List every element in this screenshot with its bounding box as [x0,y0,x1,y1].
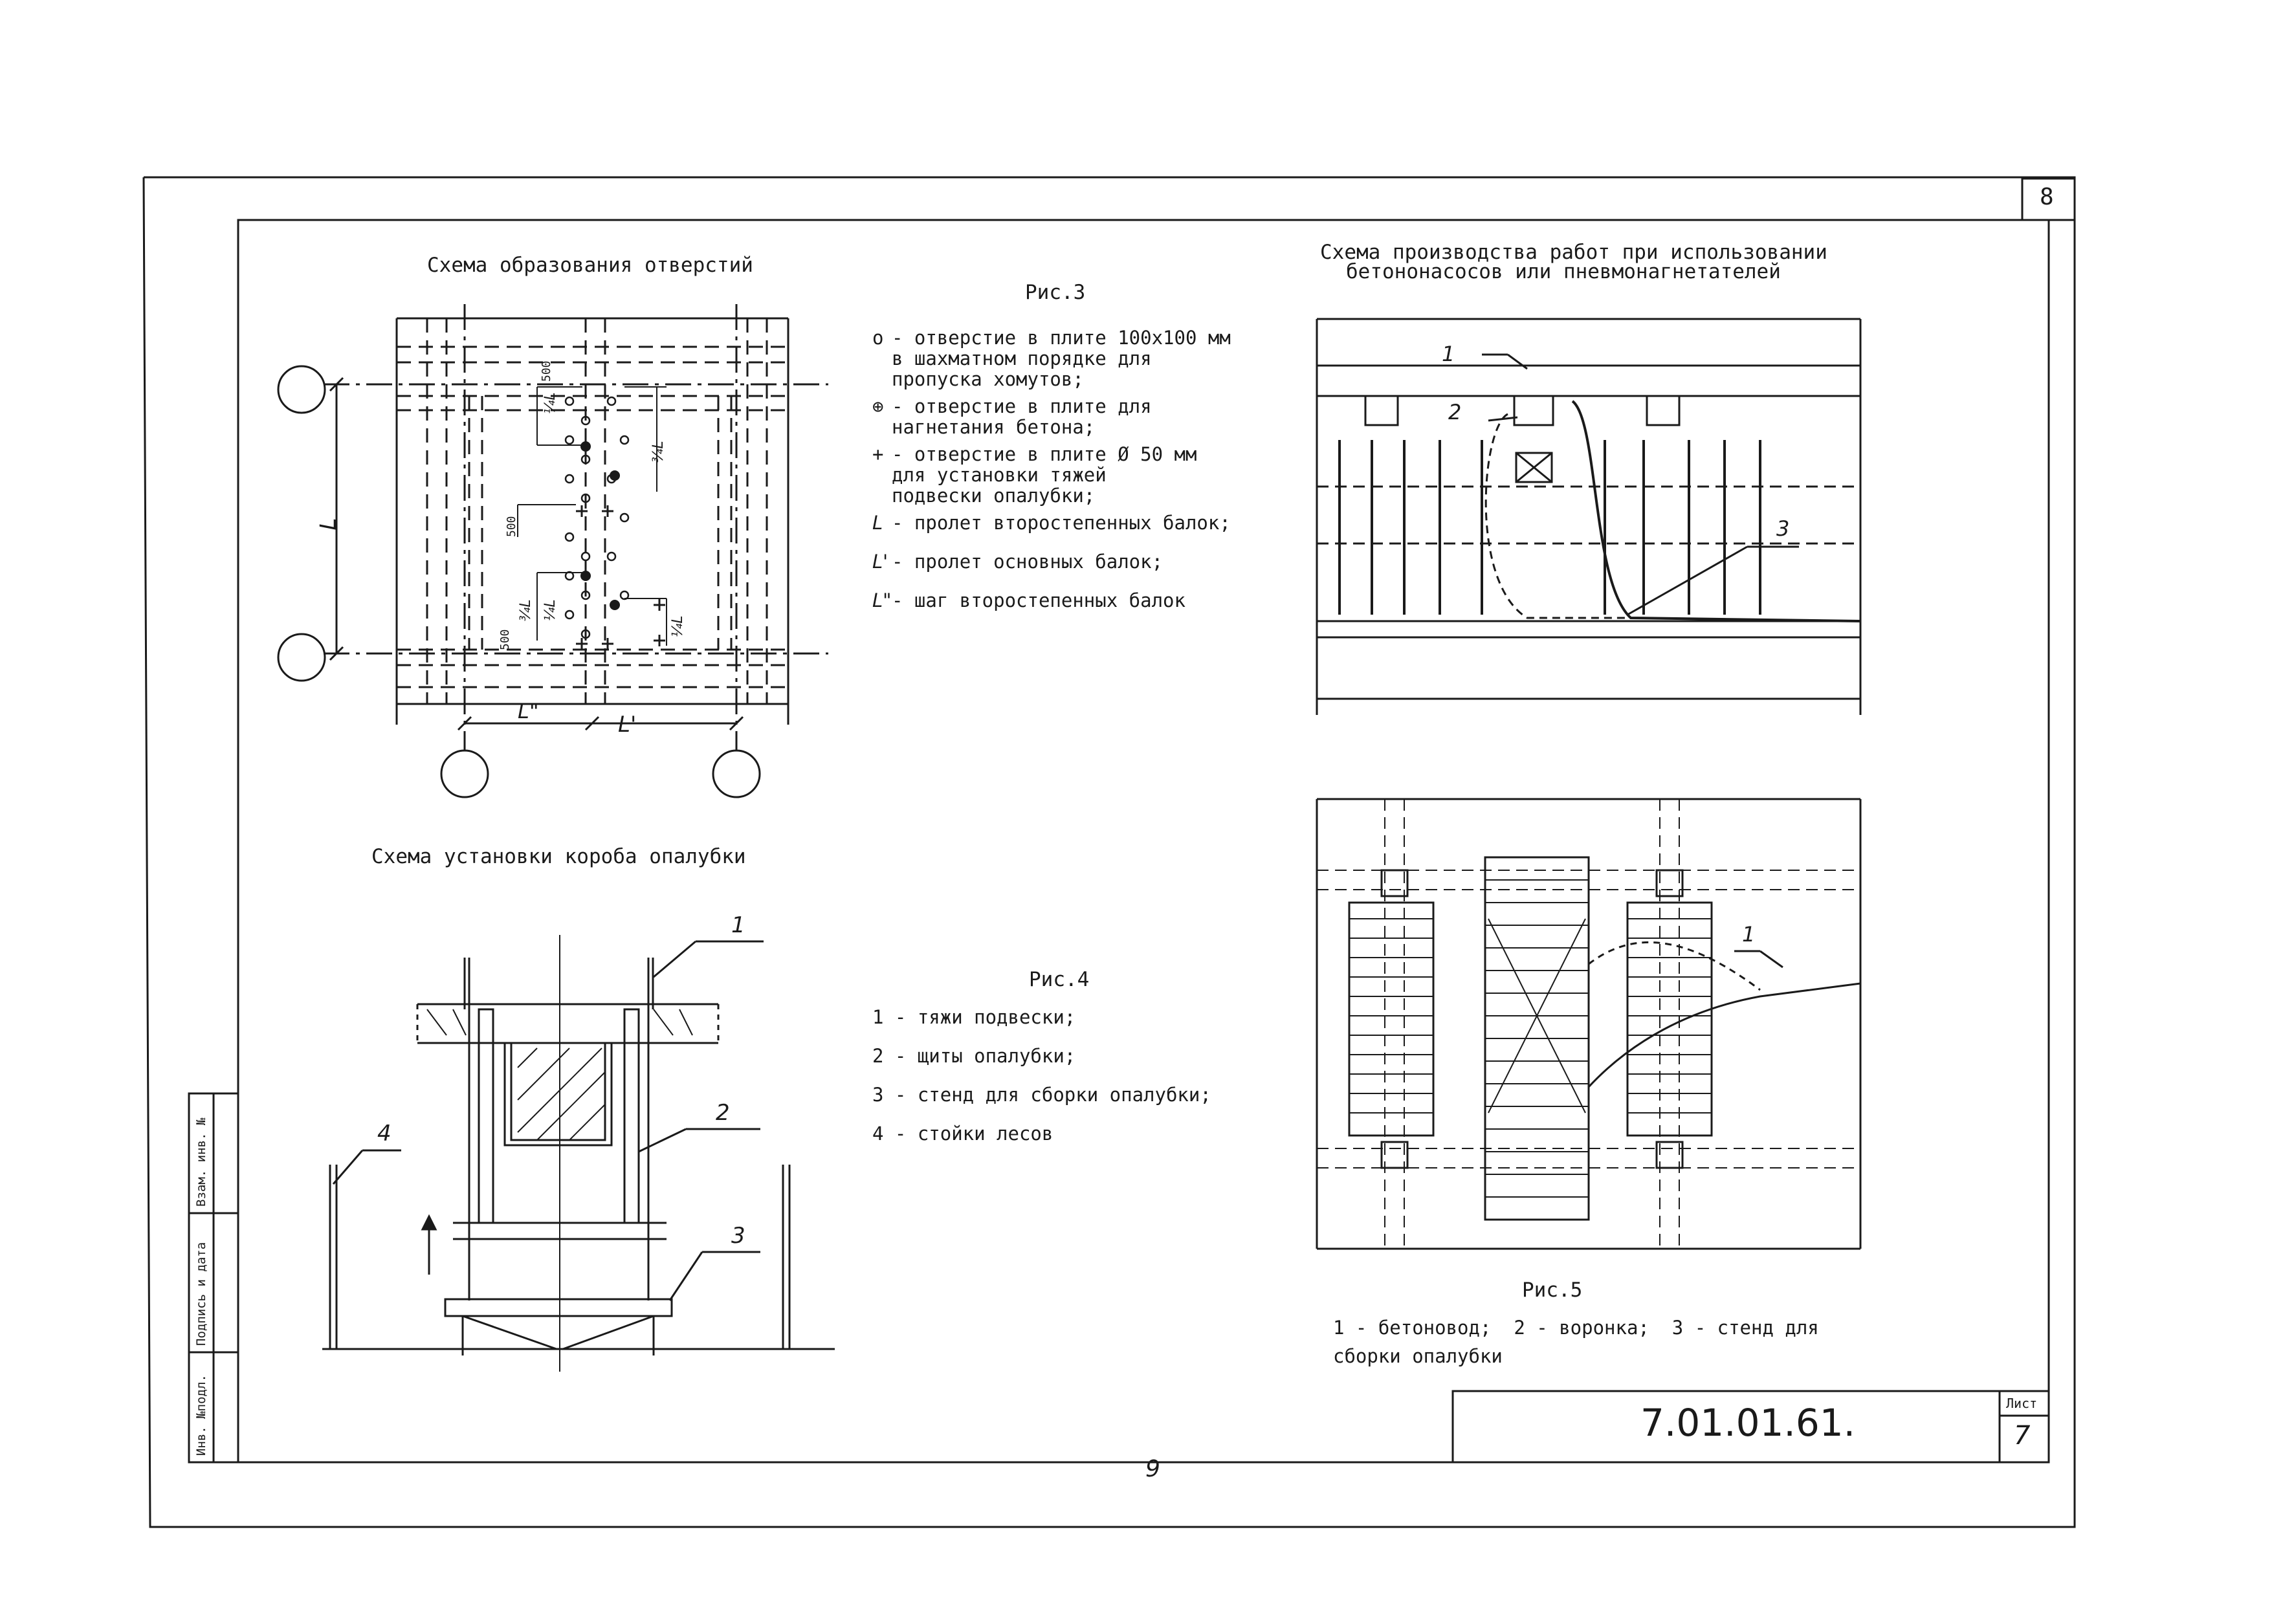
fig5-legend-line2: сборки опалубки [1333,1345,1503,1367]
dim-label-L1: L' [618,712,637,738]
fig3-hole-scheme [277,304,828,798]
callout-number: 1 [1442,342,1455,366]
dim-label-L: L [315,518,342,531]
fig3-title: Схема образования отверстий [427,254,753,277]
column-circle [440,749,489,798]
dim-label-quarter: ¼L [670,615,686,637]
dim-label-500: 500 [498,629,512,650]
sheet-number: 7 [2014,1421,2031,1451]
legend-item: 4 - стойки лесов [872,1123,1053,1145]
fig4-caption: Рис.4 [1029,968,1090,991]
dim-label-three-quarters: ¾L [650,441,667,463]
legend-item: +- отверстие в плите Ø 50 мм для установ… [872,443,1197,507]
outer-frame [142,176,2076,1528]
legend-symbol-hole: o [872,327,884,349]
callout-number: 2 [716,1100,730,1126]
column-circle [712,749,761,798]
legend-item: 3 - стенд для сборки опалубки; [872,1084,1211,1106]
fig4-formwork-box [322,935,835,1372]
fig5-title-line2: бетононасосов или пневмонагнетателей [1346,260,1781,283]
legend-symbol-injection: ⊕ [872,395,884,417]
legend-item: L"- шаг второстепенных балок [872,589,1186,611]
legend-item: 2 - щиты опалубки; [872,1045,1076,1067]
dim-label-quarter: ¼L [542,599,558,621]
fig4-title: Схема установки короба опалубки [371,845,746,868]
stamp-field-inventory: Инв. №подл. [194,1374,208,1456]
dim-label-500: 500 [540,360,553,382]
column-circle [277,365,326,414]
fig5-plan-top [1316,318,1862,715]
legend-item: 1 - тяжи подвески; [872,1006,1076,1028]
dim-label-500: 500 [505,516,518,537]
callout-number: 2 [1448,400,1462,424]
stamp-field-signature: Подпись и дата [194,1242,208,1346]
legend-symbol-rod: + [872,443,884,465]
title-block [1451,1390,2050,1464]
callout-number: 3 [1776,516,1790,541]
inner-frame [237,219,2050,1464]
column-circle [277,633,326,682]
callout-number: 1 [731,912,745,938]
legend-item: o- отверстие в плите 100x100 мм в шахмат… [872,327,1231,390]
callout-number: 3 [731,1223,745,1249]
legend-item: L- пролет второстепенных балок; [872,512,1231,534]
page-number: 9 [1145,1456,1160,1482]
fig5-caption: Рис.5 [1522,1278,1583,1302]
legend-item: L'- пролет основных балок; [872,551,1164,573]
dim-label-three-quarters: ¾L [518,599,534,621]
fig4-legend: 1 - тяжи подвески; 2 - щиты опалубки; 3 … [872,1007,1211,1144]
callout-number: 4 [377,1121,392,1147]
sheet-label: Лист [2006,1396,2038,1411]
fig5-legend-line1: 1 - бетоновод; 2 - воронка; 3 - стенд дл… [1333,1317,1819,1339]
corner-number-box [2021,177,2076,221]
dim-label-L2: L" [518,699,539,723]
legend-item: ⊕- отверстие в плите для нагнетания бето… [872,395,1152,438]
doc-code: 7.01.01.61. [1640,1401,1856,1445]
dim-label-quarter: ¼L [542,392,558,414]
fig5-title-line1: Схема производства работ при использован… [1320,241,1827,264]
fig3-caption: Рис.3 [1025,281,1086,304]
fig3-legend: o- отверстие в плите 100x100 мм в шахмат… [872,327,1274,611]
corner-number: 8 [2040,184,2054,210]
callout-number: 1 [1742,922,1756,947]
stamp-field-replace: Взам. инв. № [194,1117,208,1207]
fig5-plan-bottom [1316,798,1862,1250]
